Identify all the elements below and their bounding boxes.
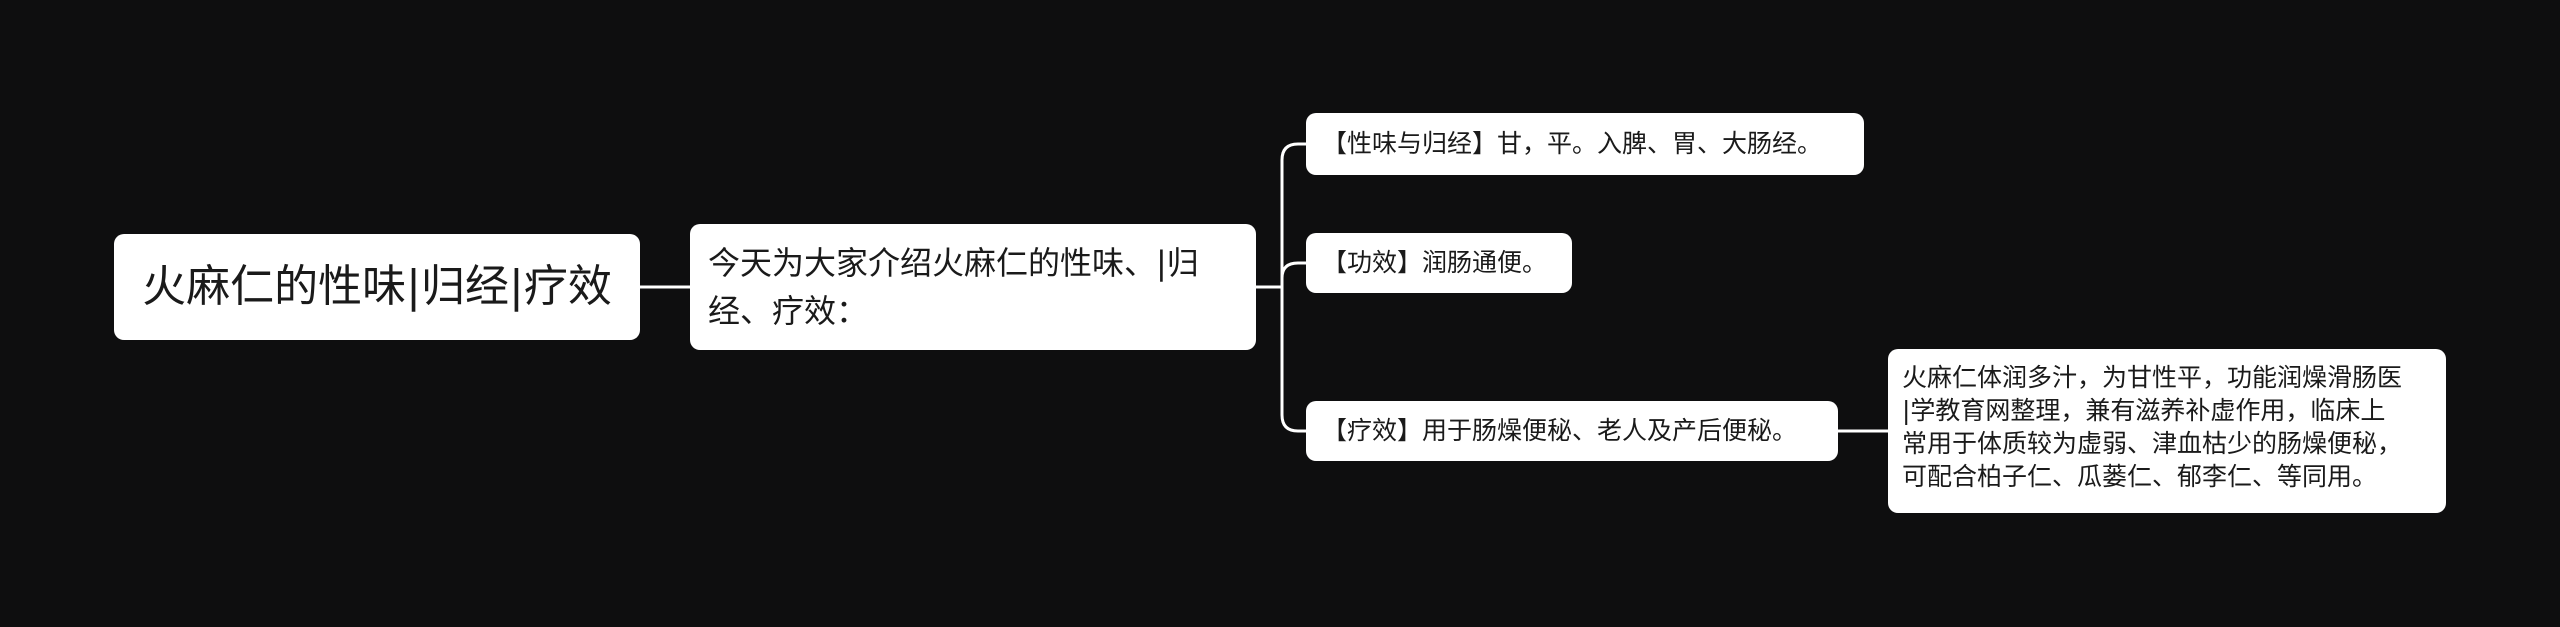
detail-line: 可配合柏子仁、瓜蒌仁、郁李仁、等同用。	[1902, 462, 2378, 491]
connector-branch-3	[1280, 285, 1308, 433]
branch-node-therapeutic-effect[interactable]: 【疗效】用于肠燥便秘、老人及产后便秘。	[1306, 401, 1838, 461]
detail-note-node[interactable]: 火麻仁体润多汁，为甘性平，功能润燥滑肠医 |学教育网整理，兼有滋养补虚作用，临床…	[1888, 349, 2446, 513]
detail-line: 常用于体质较为虚弱、津血枯少的肠燥便秘，	[1902, 429, 2403, 458]
branch-text-therapeutic-effect: 【疗效】用于肠燥便秘、老人及产后便秘。	[1322, 416, 1798, 445]
root-topic-text: 火麻仁的性味|归经|疗效	[142, 260, 612, 312]
branch-node-efficacy[interactable]: 【功效】润肠通便。	[1306, 233, 1572, 293]
connector-branch-2	[1280, 261, 1308, 289]
intro-topic-node[interactable]: 今天为大家介绍火麻仁的性味、|归经、疗效：	[690, 224, 1256, 350]
detail-line: |学教育网整理，兼有滋养补虚作用，临床上	[1902, 396, 2386, 425]
intro-topic-text: 今天为大家介绍火麻仁的性味、|归经、疗效：	[708, 244, 1199, 330]
connector-branch-1	[1280, 142, 1308, 289]
detail-line: 火麻仁体润多汁，为甘性平，功能润燥滑肠医	[1902, 363, 2403, 392]
branch-text-efficacy: 【功效】润肠通便。	[1322, 248, 1548, 277]
branch-text-nature-meridian: 【性味与归经】甘，平。入脾、胃、大肠经。	[1322, 129, 1823, 158]
branch-node-nature-meridian[interactable]: 【性味与归经】甘，平。入脾、胃、大肠经。	[1306, 113, 1864, 175]
root-topic-node[interactable]: 火麻仁的性味|归经|疗效	[114, 234, 640, 340]
